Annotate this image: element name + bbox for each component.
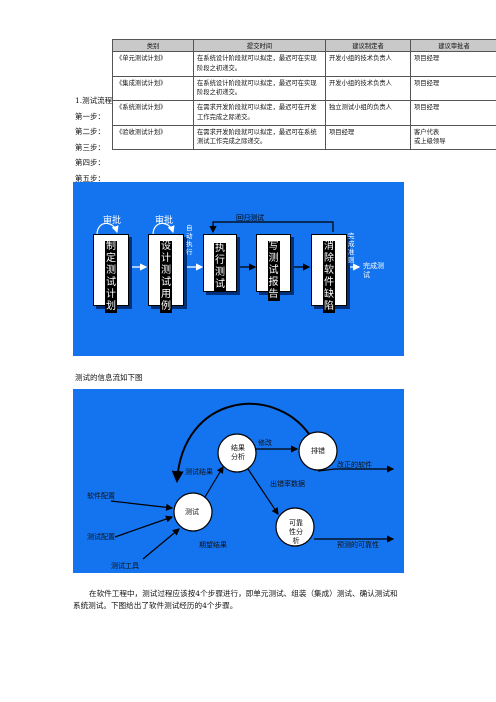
test-flow-diagram: 审批 审批 回归测试 制定测试计划 设计测试用例 自动执行 执行测试 写测试报告…: [73, 182, 404, 356]
section-heading: 1.测试流程: [75, 96, 113, 105]
body-paragraph: 在软件工程中，测试过程应该按4个步骤进行，即单元测试、组装（集成）测试、确认测试…: [73, 589, 398, 611]
step-label-2: 第二步：: [75, 127, 105, 136]
regression-loop-arrow: [209, 221, 334, 234]
table-cell: 项目经理: [325, 124, 411, 150]
regression-label: 回归测试: [236, 214, 264, 222]
test-plan-table: 类别 提交时间 建议制定者 建议审批者 《单元测试计划》 在系统设计阶段就可以拟…: [112, 39, 496, 150]
flow-box-fix: 消除软件缺陷: [311, 234, 347, 313]
table-row: 《验收测试计划》 在需求开发阶段就可以拟定，最迟可在系统测试工作完成之际递交。 …: [112, 124, 496, 150]
info-flow-diagram: 测试 结果分析 排错 可靠性分析 软件配置 测试配置 测试工具 测试结果 期望结…: [73, 389, 404, 573]
approve-arrow-1: [96, 222, 119, 236]
corrections-label: 修改: [258, 439, 272, 447]
table-cell: 客户代表 或上级领导: [410, 124, 496, 150]
table-cell: 在需求开发阶段就可以拟定，最迟可在开发工作完成之际递交。: [193, 100, 326, 126]
table-cell: 开发小组的技术负责人: [325, 75, 411, 101]
table-cell: 在系统设计阶段就可以拟定，最迟可在实现阶段之初递交。: [193, 51, 326, 77]
expected-results-label: 期望结果: [199, 541, 227, 549]
table-header: 建议制定者: [325, 39, 411, 52]
table-cell: 在系统设计阶段就可以拟定，最迟可在实现阶段之初递交。: [193, 75, 326, 101]
flow-box-design: 设计测试用例: [148, 234, 184, 313]
auto-execute-label: 自动执行: [186, 224, 193, 256]
approve-label-1: 审批: [103, 216, 122, 226]
table-cell: 独立测试小组的负责人: [325, 100, 411, 126]
debug-circle: [298, 431, 338, 471]
release-standard-label: 完成准则: [348, 232, 355, 264]
approve-arrow-2: [152, 222, 175, 236]
table-cell: 项目经理: [410, 51, 496, 77]
evaluate-circle: [217, 433, 257, 473]
corrected-software-label: 改正的软件: [337, 461, 372, 469]
table-row: 《集成测试计划》 在系统设计阶段就可以拟定，最迟可在实现阶段之初递交。 开发小组…: [112, 75, 496, 101]
table-header-row: 类别 提交时间 建议制定者 建议审批者: [112, 39, 496, 52]
errors-label: 出错率数据: [270, 480, 305, 488]
table-cell: 开发小组的技术负责人: [325, 51, 411, 77]
table-cell: 《验收测试计划》: [112, 124, 194, 150]
table-cell: 《单元测试计划》: [112, 51, 194, 77]
table-header: 建议审批者: [410, 39, 496, 52]
info-flow-caption: 测试的信息流如下图: [75, 373, 143, 382]
approve-label-2: 审批: [155, 216, 174, 226]
software-config-label: 软件配置: [87, 492, 115, 500]
finish-label: 完成测试: [363, 262, 384, 279]
step-label-5: 第五步：: [75, 174, 105, 183]
test-results-label: 测试结果: [185, 468, 213, 476]
test-tools-label: 测试工具: [111, 562, 139, 570]
test-config-label: 测试配置: [87, 533, 115, 541]
predicted-reliability-label: 预测的可靠性: [337, 541, 379, 549]
table-row: 《系统测试计划》 在需求开发阶段就可以拟定，最迟可在开发工作完成之际递交。 独立…: [112, 100, 496, 126]
flow-box-report: 写测试报告: [256, 234, 291, 301]
reliability-label: 可靠性分析: [289, 519, 303, 545]
table-cell: 在需求开发阶段就可以拟定，最迟可在系统测试工作完成之际递交。: [193, 124, 326, 150]
flow-box-execute: 执行测试: [203, 234, 237, 292]
table-header: 提交时间: [193, 39, 326, 52]
evaluate-label: 结果分析: [231, 444, 245, 461]
test-circle: [173, 492, 213, 532]
flow-box-plan: 制定测试计划: [93, 234, 129, 313]
reliability-circle: [275, 507, 315, 547]
debug-label: 排错: [311, 447, 325, 455]
step-label-4: 第四步：: [75, 158, 105, 167]
table-cell: 项目经理: [410, 75, 496, 101]
step-label-3: 第三步：: [75, 143, 105, 152]
table-header: 类别: [112, 39, 194, 52]
table-row: 《单元测试计划》 在系统设计阶段就可以拟定，最迟可在实现阶段之初递交。 开发小组…: [112, 51, 496, 77]
table-cell: 《集成测试计划》: [112, 75, 194, 101]
table-cell: 《系统测试计划》: [112, 100, 194, 126]
step-label-1: 第一步：: [75, 112, 105, 121]
table-cell: 项目经理: [410, 100, 496, 126]
test-label: 测试: [185, 508, 199, 516]
